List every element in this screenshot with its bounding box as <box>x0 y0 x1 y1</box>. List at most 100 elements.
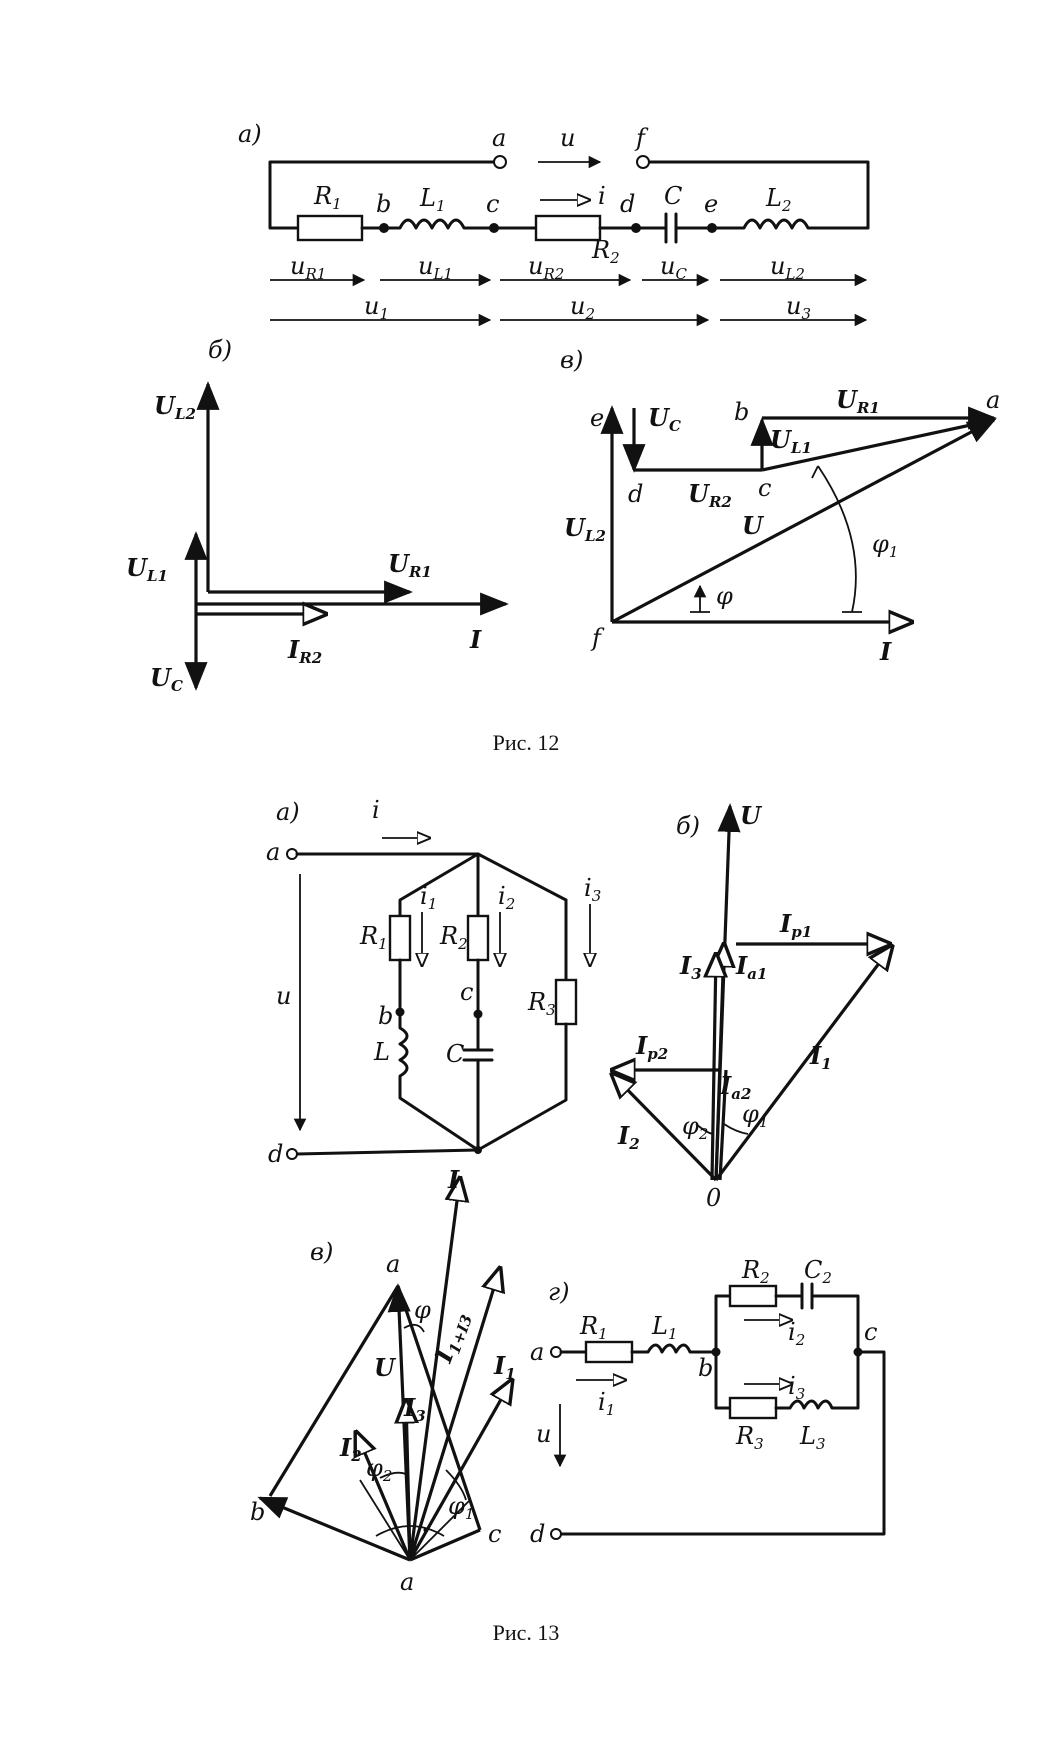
capacitor-c <box>634 212 714 244</box>
angle-arc-phi <box>403 1323 425 1333</box>
i1-label: I1 <box>493 1351 516 1383</box>
inductor-l <box>398 1010 480 1152</box>
segment-base-c <box>409 1528 481 1562</box>
c2-label: C2 <box>804 1256 832 1287</box>
terminal-f-label: f <box>634 124 649 152</box>
angle-dot <box>423 1527 429 1533</box>
wire <box>714 1350 732 1410</box>
ur1-vector-label: UR1 <box>388 549 432 581</box>
terminal-a <box>493 155 507 169</box>
fig13-caption: Рис. 13 <box>493 1620 560 1645</box>
point-f-label: f <box>590 624 605 652</box>
resistor-r1 <box>388 914 412 962</box>
ul2-vector-label: UL2 <box>154 391 196 423</box>
l-label: L <box>373 1038 390 1066</box>
fig12-panel-a: a) a f u i R1 b L1 c d C e L2 R2 <box>238 120 870 327</box>
fig13-a-label: a) <box>276 798 300 826</box>
vector-ca <box>761 418 995 472</box>
ul1-label: UL1 <box>770 425 812 457</box>
ur2-label: UR2 <box>688 479 732 511</box>
fig12-b-label: б) <box>208 336 232 364</box>
inductor-l1 <box>630 1343 718 1354</box>
fig13-panel-d: г) a d R1 L1 R2 C2 R3 L3 b c i1 i2 i3 u <box>530 1256 886 1548</box>
i3-label: i3 <box>584 874 601 905</box>
vector-ia2 <box>718 1069 728 1181</box>
angle-arc-phi1 <box>445 1469 467 1501</box>
ia2-label: Ia2 <box>719 1071 751 1103</box>
point-a-label: a <box>986 386 1000 414</box>
fig13-panel-c: в) a b c a I U I1+I3 I3 I1 I2 φ φ2 φ1 <box>250 1165 516 1596</box>
capacitor-c2 <box>774 1282 860 1354</box>
ur1-label: UR1 <box>836 385 880 417</box>
angle-arc-phi2 <box>695 1123 715 1135</box>
i3-label: i3 <box>788 1372 805 1403</box>
r1-label: R1 <box>579 1312 608 1343</box>
inductor-l3 <box>774 1350 860 1410</box>
terminal-a-label: a <box>530 1338 544 1366</box>
wire <box>295 852 480 918</box>
wire <box>268 160 497 230</box>
resistor-r3 <box>554 978 578 1026</box>
fig12-a-label: a) <box>238 120 262 148</box>
u1-label: u1 <box>364 292 389 323</box>
angle-arc-phi2 <box>379 1471 407 1479</box>
current-i-label: i <box>372 796 380 824</box>
fig13-c-label: в) <box>310 1238 333 1266</box>
i2-label: I2 <box>617 1121 640 1153</box>
wire <box>714 1294 732 1354</box>
terminal-f <box>636 155 650 169</box>
terminal-d-label: d <box>530 1520 545 1548</box>
angle-arc-phi1 <box>723 1123 749 1135</box>
i3-label: I3 <box>403 1393 426 1425</box>
terminal-a-label: a <box>266 838 280 866</box>
fig12-panel-c: в) e b a d c f UC UR1 UL1 UR2 UL2 <box>560 346 1000 666</box>
wire <box>558 1350 886 1536</box>
i-label: I <box>447 1165 460 1194</box>
terminal-d <box>550 1528 562 1540</box>
phi1-label: φ1 <box>448 1492 474 1523</box>
vector-ia1 <box>716 944 724 1181</box>
i1-plus-i3-label: I1+I3 <box>428 1308 476 1368</box>
inductor-l1 <box>382 218 496 230</box>
vector-i1 <box>714 946 892 1181</box>
node-c-label: c <box>864 1318 877 1346</box>
point-a-bottom-label: a <box>400 1568 414 1596</box>
node-b-label: b <box>376 190 391 218</box>
l1-label: L1 <box>651 1312 677 1343</box>
resistor-r3 <box>728 1396 778 1420</box>
point-c-label: c <box>488 1520 501 1548</box>
vector-i2 <box>612 1074 718 1182</box>
fig12-panel-b: б) UL2 UL1 UR1 IR2 UC I <box>126 336 509 695</box>
vector-i3 <box>406 1400 410 1561</box>
r1-label: R1 <box>313 182 342 213</box>
r2-label: R2 <box>741 1256 770 1287</box>
uc-label: UC <box>648 403 681 435</box>
r2-label: R2 <box>439 922 468 953</box>
l1-label: L1 <box>419 184 445 215</box>
resistor-r1 <box>584 1340 634 1364</box>
node-c-label: c <box>460 978 473 1006</box>
phi1-label: φ1 <box>742 1100 768 1131</box>
segment-ab <box>268 1285 400 1497</box>
voltage-u-label: u <box>536 1420 551 1448</box>
resistor-r1 <box>296 214 364 242</box>
ip2-label: Ip2 <box>635 1031 668 1063</box>
capacitor-c <box>462 1012 494 1152</box>
r3-label: R3 <box>527 988 556 1019</box>
ia1-label: Ia1 <box>735 951 767 983</box>
fig13-panel-b: б) 0 U Ip1 I3 Ia1 Ip2 Ia2 I1 I2 φ1 φ2 <box>612 801 892 1212</box>
ul1-vector-label: UL1 <box>126 553 168 585</box>
terminal-d <box>286 1148 298 1160</box>
terminal-a-label: a <box>492 124 506 152</box>
uc-vector-label: UC <box>150 663 183 695</box>
ur1-label: uR1 <box>290 252 326 283</box>
point-b-label: b <box>734 398 749 426</box>
i2-label: I2 <box>339 1433 362 1465</box>
r1-label: R1 <box>359 922 388 953</box>
ir2-vector-label: IR2 <box>287 635 322 667</box>
ul1-label: uL1 <box>418 252 453 283</box>
ur2-label: uR2 <box>528 252 564 283</box>
i1-label: i1 <box>598 1388 615 1419</box>
current-i-label: i <box>598 182 606 210</box>
